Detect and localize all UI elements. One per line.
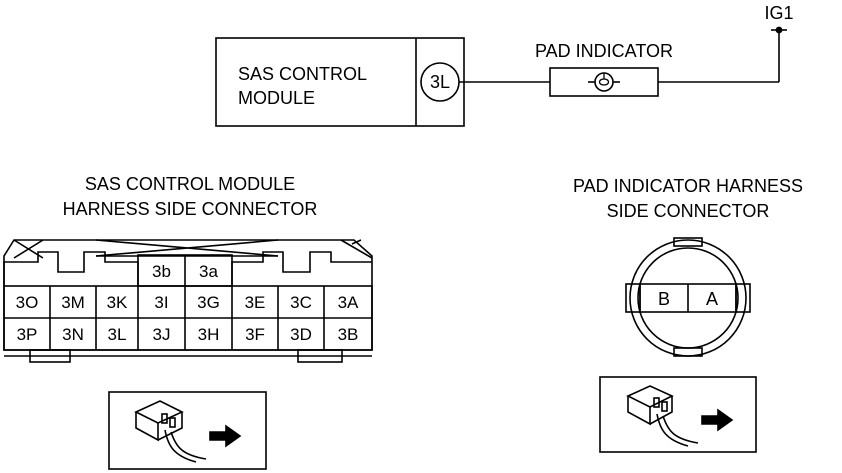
sas-top-row-pins: 3b 3a [152, 262, 218, 281]
pin-3p: 3P [17, 325, 38, 344]
pin-3i: 3I [154, 293, 168, 312]
pad-indicator-label: PAD INDICATOR [535, 41, 673, 61]
pin-3a-bottom: 3A [338, 293, 359, 312]
pin-3d: 3D [290, 325, 312, 344]
sas-connector-title-line1: SAS CONTROL MODULE [85, 174, 295, 194]
pin-3g: 3G [197, 293, 220, 312]
pin-3n: 3N [62, 325, 84, 344]
sas-bottom-row-pins: 3P 3N 3L 3J 3H 3F 3D 3B [17, 325, 359, 344]
pin-3c: 3C [290, 293, 312, 312]
pad-pin-b: B [658, 289, 670, 309]
sas-connector-title-line2: HARNESS SIDE CONNECTOR [63, 199, 318, 219]
pin-3f: 3F [245, 325, 265, 344]
pad-pin-a: A [706, 289, 718, 309]
pad-indicator-symbol [549, 67, 659, 97]
pin-3h: 3H [198, 325, 220, 344]
wire [459, 29, 787, 83]
ig1-junction-dot [775, 26, 783, 34]
pad-connector-housing [625, 237, 751, 357]
sas-probe-inset [108, 391, 267, 470]
sas-connector-cavities [3, 254, 373, 351]
pad-connector-title-line1: PAD INDICATOR HARNESS [573, 176, 803, 196]
module-label-line1: SAS CONTROL [238, 64, 367, 84]
pin-3m: 3M [61, 293, 85, 312]
pad-probe-inset [599, 376, 757, 453]
pad-connector-pins: B A [658, 289, 718, 309]
pin-3a: 3a [199, 262, 218, 281]
sas-connector-housing [3, 239, 373, 363]
sas-middle-row-pins: 3O 3M 3K 3I 3G 3E 3C 3A [16, 293, 359, 312]
pad-connector-title-line2: SIDE CONNECTOR [607, 201, 770, 221]
pin-3e: 3E [245, 293, 266, 312]
ig1-label: IG1 [764, 3, 793, 23]
pin-3l: 3L [108, 325, 127, 344]
pin-3o: 3O [16, 293, 39, 312]
pin-3j: 3J [153, 325, 171, 344]
module-label-line2: MODULE [238, 88, 315, 108]
terminal-3l-label: 3L [430, 72, 450, 92]
pin-3k: 3K [107, 293, 128, 312]
pin-3b-bottom: 3B [338, 325, 359, 344]
pin-3b: 3b [152, 262, 171, 281]
